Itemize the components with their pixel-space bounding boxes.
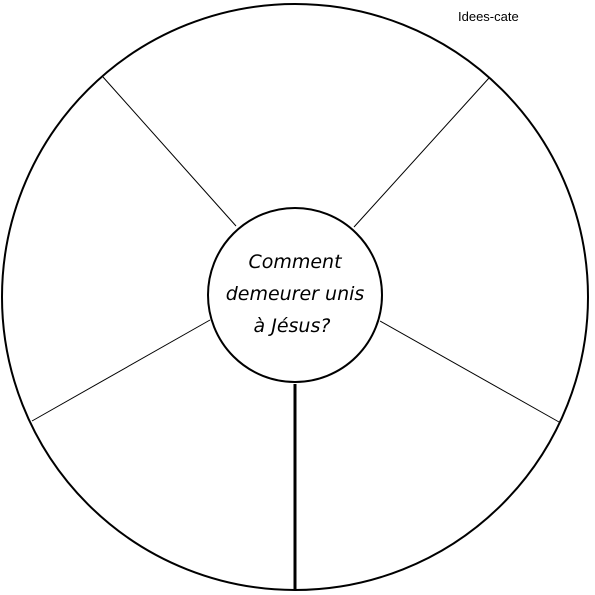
inner-circle: [207, 207, 383, 383]
center-text-line-1: Comment: [248, 251, 343, 273]
spoke-lower-right: [379, 320, 560, 423]
spoke-upper-right: [353, 77, 490, 228]
watermark-label: Idees-cate: [458, 9, 519, 24]
center-text-line-3: à Jésus?: [254, 315, 331, 337]
spoke-upper-left: [102, 76, 237, 227]
spoke-lower-left: [31, 319, 211, 422]
center-text-line-2: demeurer unis: [226, 283, 365, 305]
